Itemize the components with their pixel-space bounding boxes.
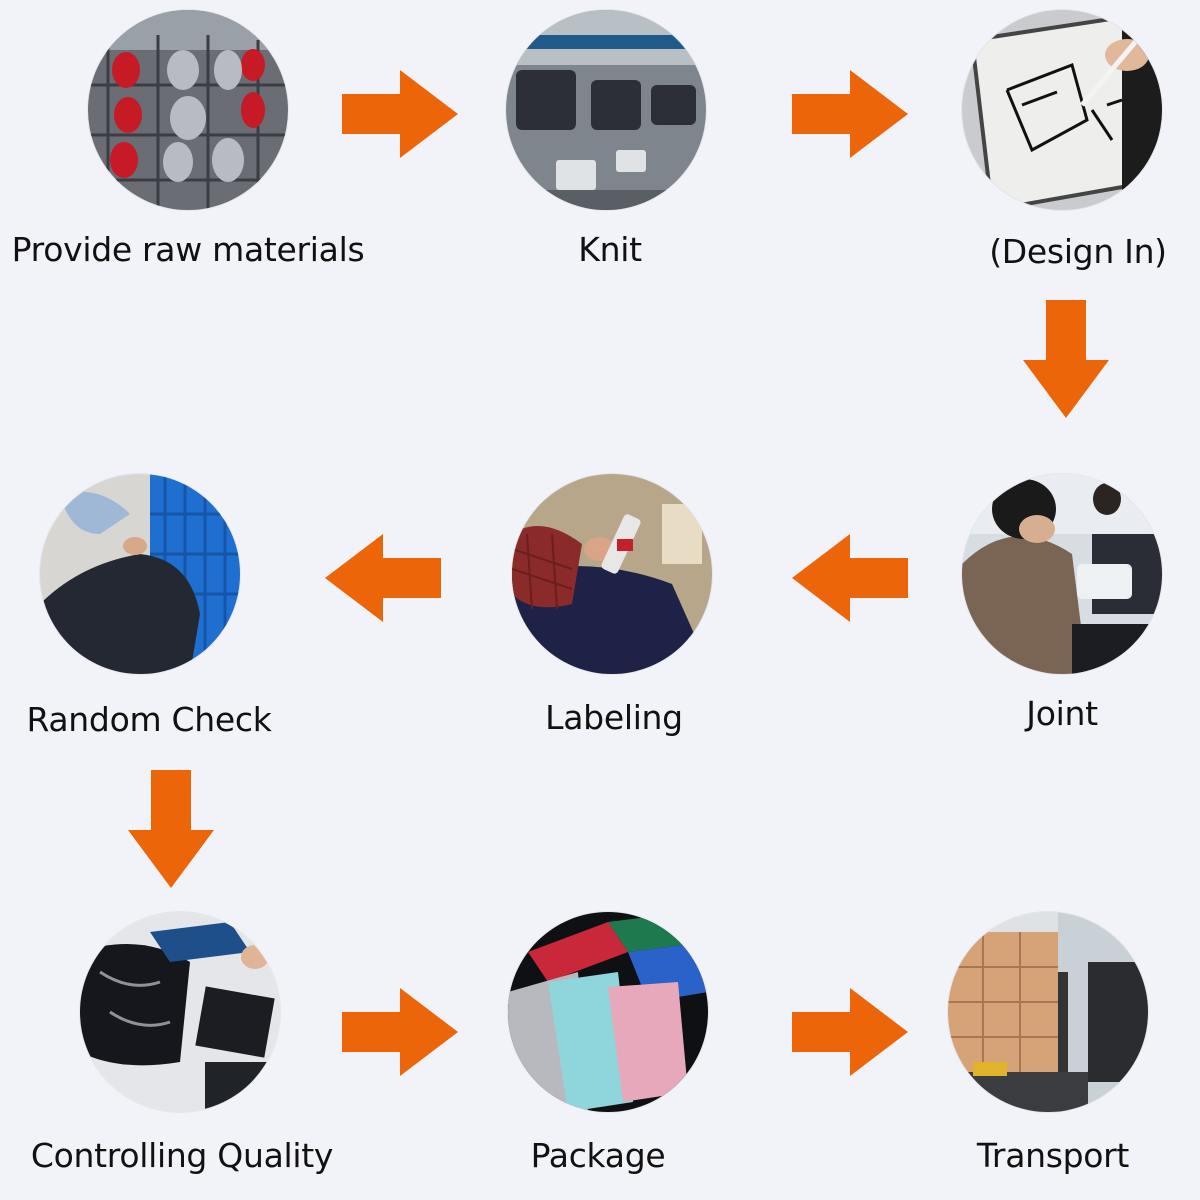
step-label: Labeling <box>545 698 683 737</box>
tablet-drawing-photo <box>962 10 1162 210</box>
step-transport <box>948 912 1148 1112</box>
garment-inspection-photo <box>40 474 240 674</box>
step-provide-raw-materials <box>88 10 288 210</box>
step-knit <box>506 10 706 210</box>
step-label: Controlling Quality <box>30 1136 334 1175</box>
arrow-right-icon <box>342 988 458 1076</box>
step-label: Knit <box>578 230 642 269</box>
arrow-right-icon <box>792 988 908 1076</box>
label-tagging-photo <box>512 474 712 674</box>
truck-loading-photo <box>948 912 1148 1112</box>
garment-pile-photo <box>80 912 280 1112</box>
arrow-left-icon <box>325 534 441 622</box>
step-label: Transport <box>976 1136 1130 1175</box>
step-label: Joint <box>1026 694 1098 733</box>
arrow-down-icon <box>128 770 214 888</box>
arrow-left-icon <box>792 534 908 622</box>
step-label: (Design In) <box>989 232 1167 271</box>
step-label: Package <box>530 1136 666 1175</box>
step-package <box>508 912 708 1112</box>
yarn-spools-photo <box>88 10 288 210</box>
step-design-in <box>962 10 1162 210</box>
knitting-machines-photo <box>506 10 706 210</box>
arrow-right-icon <box>792 70 908 158</box>
sewing-worker-photo <box>962 474 1162 674</box>
packaged-underwear-photo <box>508 912 708 1112</box>
step-label: Random Check <box>26 700 272 739</box>
step-label: Provide raw materials <box>11 230 365 269</box>
step-controlling-quality <box>80 912 280 1112</box>
step-labeling <box>512 474 712 674</box>
arrow-right-icon <box>342 70 458 158</box>
arrow-down-icon <box>1023 300 1109 418</box>
step-random-check <box>40 474 240 674</box>
step-joint <box>962 474 1162 674</box>
